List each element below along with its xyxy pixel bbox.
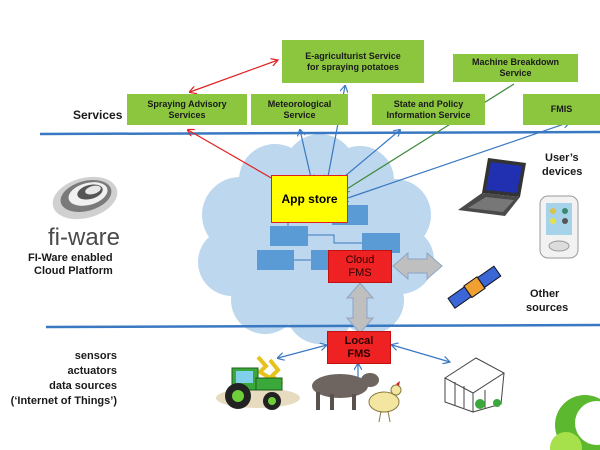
cloud-module xyxy=(257,250,294,270)
fiware-logo-text: fi-ware xyxy=(48,224,121,251)
service-fmis[interactable]: FMIS xyxy=(523,94,600,125)
laptop-icon xyxy=(458,158,526,216)
mobile-phone-icon xyxy=(539,195,579,259)
greenhouse-icon xyxy=(444,357,505,413)
fiware-logo-icon xyxy=(52,176,118,220)
cloud-module xyxy=(311,250,331,270)
user-devices-label-line2: devices xyxy=(542,166,583,178)
other-sources-label-line1: Other xyxy=(530,288,560,300)
services-layer-divider xyxy=(39,130,600,136)
iot-label-actuators: actuators xyxy=(67,365,117,377)
user-devices-label-line1: User’s xyxy=(545,152,579,164)
app-store-node[interactable]: App store xyxy=(271,175,348,223)
satellite-icon xyxy=(447,265,502,309)
platform-label-line1: FI-Ware enabled xyxy=(28,252,113,264)
partner-logo-icon xyxy=(550,395,600,450)
cloud-module xyxy=(270,226,308,246)
platform-label-line2: Cloud Platform xyxy=(34,265,113,277)
livestock-icon xyxy=(312,373,402,423)
cloud-to-devices-arrow xyxy=(392,251,443,281)
iot-label-sensors: sensors xyxy=(74,350,117,362)
other-sources-label-line2: sources xyxy=(526,302,569,314)
connectors xyxy=(188,60,570,392)
cloud-module xyxy=(362,233,400,253)
services-layer-label: Services xyxy=(73,108,123,122)
iot-label-data-sources: data sources xyxy=(49,380,117,392)
tractor-icon xyxy=(216,355,300,410)
iot-label-internet-of-things: (‘Internet of Things’) xyxy=(10,395,117,407)
iot-layer-divider xyxy=(45,323,600,329)
